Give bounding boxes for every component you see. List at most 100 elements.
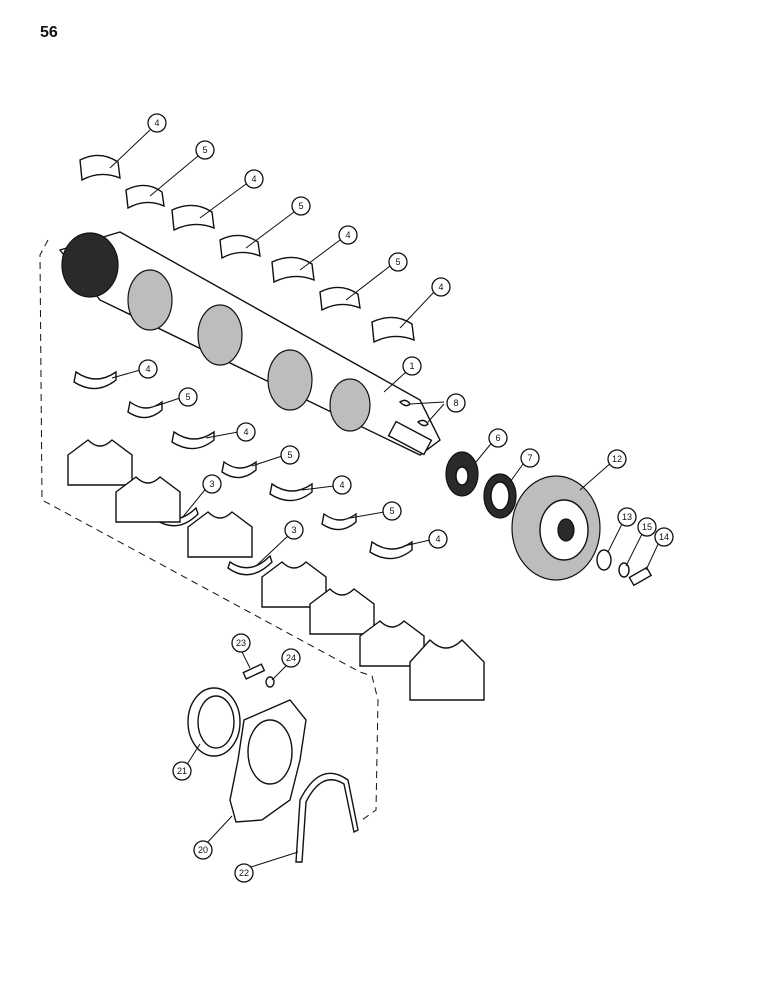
- bearing-shell: [79, 154, 121, 182]
- callout-label: 4: [435, 534, 440, 544]
- callout-6: 6: [488, 428, 508, 448]
- leader-line: [255, 533, 291, 567]
- callout-label: 21: [177, 766, 187, 776]
- callout-label: 3: [209, 479, 214, 489]
- bearing-cap: [409, 638, 485, 701]
- callout-21: 21: [172, 761, 192, 781]
- gear-bore: [455, 466, 469, 486]
- callout-label: 5: [395, 257, 400, 267]
- callout-5: 5: [178, 387, 198, 407]
- callout-label: 8: [453, 398, 458, 408]
- leader-line: [109, 129, 151, 169]
- leader-line: [399, 291, 435, 329]
- bearing-cap: [309, 588, 375, 635]
- callout-4: 4: [338, 225, 358, 245]
- callout-label: 4: [243, 427, 248, 437]
- callout-22: 22: [234, 863, 254, 883]
- leader-line: [403, 539, 431, 547]
- bearing-shell: [171, 430, 215, 450]
- callout-4: 4: [138, 359, 158, 379]
- crank-flange: [61, 232, 119, 298]
- retainer-gasket: [295, 772, 359, 863]
- leader-line: [427, 403, 445, 423]
- retainer-bore: [247, 719, 293, 785]
- callout-4: 4: [428, 529, 448, 549]
- leader-line: [645, 539, 661, 571]
- callout-label: 22: [239, 868, 249, 878]
- callout-label: 4: [339, 480, 344, 490]
- callout-5: 5: [291, 196, 311, 216]
- leader-line: [299, 239, 341, 271]
- main-bearing-caps: [67, 439, 485, 701]
- callout-4: 4: [236, 422, 256, 442]
- leader-line: [205, 815, 233, 845]
- upper-bearing-shells: [79, 154, 415, 344]
- bearing-shell: [219, 234, 261, 260]
- callout-label: 5: [389, 506, 394, 516]
- crank-web: [127, 269, 173, 331]
- callout-5: 5: [280, 445, 300, 465]
- rear-seal-bore: [197, 695, 235, 749]
- callout-5: 5: [382, 501, 402, 521]
- callout-label: 4: [251, 174, 256, 184]
- callout-5: 5: [195, 140, 215, 160]
- callout-7: 7: [520, 448, 540, 468]
- callout-label: 4: [145, 364, 150, 374]
- callout-1: 1: [402, 356, 422, 376]
- thrust-washer: [227, 554, 273, 576]
- callout-label: 23: [236, 638, 246, 648]
- bearing-shell: [319, 286, 361, 312]
- callout-label: 4: [438, 282, 443, 292]
- leader-line: [625, 529, 645, 567]
- callout-label: 4: [345, 230, 350, 240]
- cap-screw: [242, 663, 266, 680]
- callout-5: 5: [388, 252, 408, 272]
- callout-label: 5: [298, 201, 303, 211]
- bearing-shell: [271, 256, 315, 284]
- callout-4: 4: [244, 169, 264, 189]
- washer: [596, 549, 612, 571]
- pulley-bolt: [628, 566, 653, 587]
- lower-bearing-shells: [73, 370, 413, 560]
- callout-label: 14: [659, 532, 669, 542]
- crank-nose: [387, 420, 433, 456]
- callout-label: 5: [287, 450, 292, 460]
- seal-bore: [490, 481, 510, 511]
- callout-label: 5: [202, 145, 207, 155]
- leader-line: [181, 485, 209, 519]
- leader-line: [247, 851, 299, 869]
- callout-23: 23: [231, 633, 251, 653]
- callout-14: 14: [654, 527, 674, 547]
- leader-line: [205, 431, 239, 439]
- callout-12: 12: [607, 449, 627, 469]
- crank-web: [197, 304, 243, 366]
- leader-line: [349, 511, 385, 519]
- callout-label: 7: [527, 453, 532, 463]
- bearing-shell: [269, 482, 313, 502]
- bearing-cap: [115, 476, 181, 523]
- callout-label: 20: [198, 845, 208, 855]
- leader-line: [345, 265, 391, 301]
- leader-line: [111, 369, 141, 379]
- bearing-cap: [187, 511, 253, 558]
- callout-3: 3: [284, 520, 304, 540]
- leader-line: [607, 519, 625, 553]
- crank-web: [329, 378, 371, 432]
- leader-line: [251, 455, 283, 467]
- bearing-cap: [67, 439, 133, 486]
- callout-15: 15: [637, 517, 657, 537]
- page-number: 56: [40, 24, 58, 41]
- lock-washer: [618, 562, 630, 578]
- callout-4: 4: [147, 113, 167, 133]
- callout-3: 3: [202, 474, 222, 494]
- bearing-shell: [221, 460, 257, 479]
- callout-label: 12: [612, 454, 622, 464]
- callout-label: 6: [495, 433, 500, 443]
- callout-4: 4: [431, 277, 451, 297]
- leader-line: [199, 183, 247, 219]
- leader-line: [149, 155, 199, 197]
- woodruff-key: [416, 419, 429, 427]
- callout-label: 13: [622, 512, 632, 522]
- callout-4: 4: [332, 475, 352, 495]
